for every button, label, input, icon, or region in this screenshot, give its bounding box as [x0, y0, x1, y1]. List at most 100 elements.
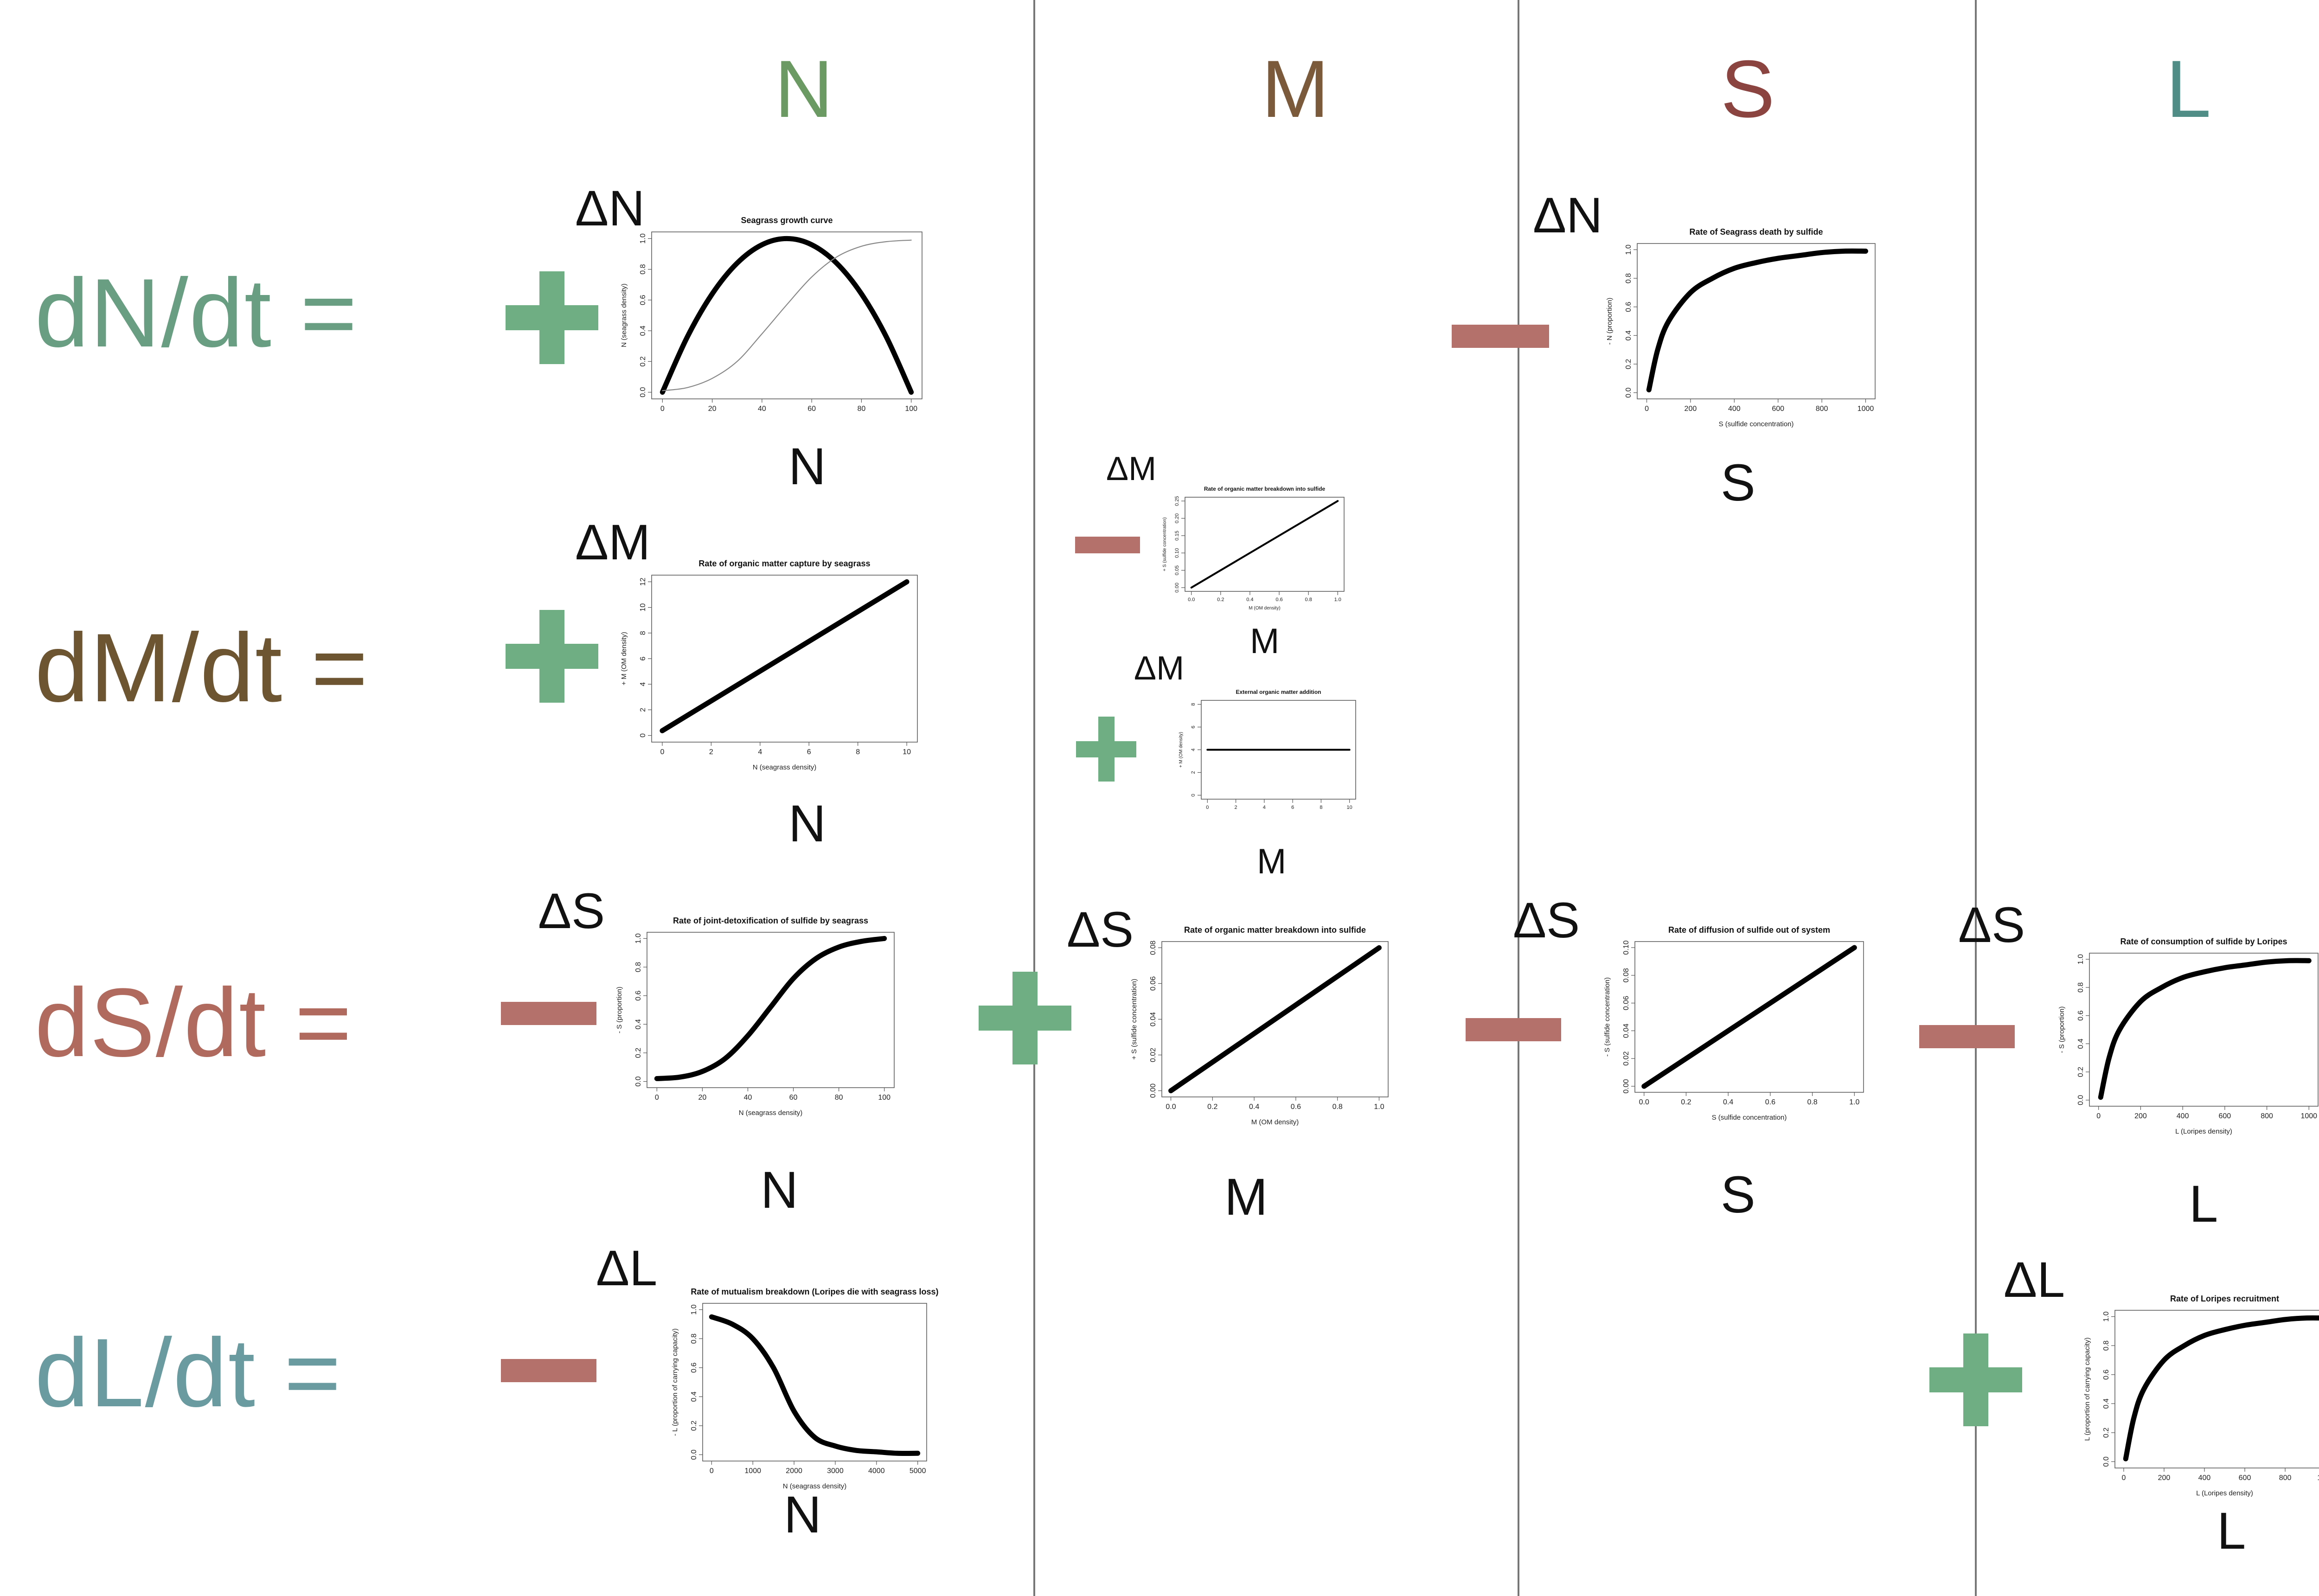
axis-variable-label: M [1257, 842, 1287, 881]
y-tick-label: 0.02 [1622, 1051, 1630, 1066]
y-tick-label: 0.4 [2102, 1398, 2110, 1409]
equation-label-dl-dt: dL/dt = [35, 1318, 342, 1427]
x-tick-label: 200 [2158, 1474, 2171, 1482]
minus-sign [1452, 325, 1549, 348]
y-tick-label: 0.0 [634, 1076, 642, 1086]
plot-p10: Rate of mutualism breakdown (Loripes die… [668, 1282, 939, 1491]
y-tick-label: 0.0 [639, 387, 647, 397]
y-tick-label: 0.6 [639, 295, 647, 305]
x-tick-label: 3000 [827, 1467, 844, 1475]
y-axis-label: - L (proportion of carrying capacity) [671, 1328, 679, 1436]
column-divider [1033, 0, 1035, 1596]
plot-svg: Rate of organic matter breakdown into su… [1162, 486, 1345, 611]
plot-title: Rate of organic matter breakdown into su… [1184, 925, 1366, 935]
y-tick-label: 0.08 [1149, 941, 1157, 955]
plus-sign [506, 271, 598, 364]
series-line [1190, 500, 1339, 589]
x-tick-label: 0.2 [1217, 597, 1224, 603]
y-tick-label: 4 [639, 682, 647, 686]
y-tick-label: 0.15 [1174, 531, 1180, 540]
y-tick-label: 0.00 [1149, 1083, 1157, 1098]
y-tick-label: 0.6 [2102, 1370, 2110, 1380]
x-tick-label: 80 [835, 1094, 843, 1102]
plot-svg: Rate of joint-detoxification of sulfide … [615, 916, 895, 1117]
x-tick-label: 8 [856, 748, 860, 756]
x-tick-label: 20 [698, 1094, 706, 1102]
plot-title: Rate of joint-detoxification of sulfide … [673, 916, 868, 925]
plot-title: Rate of organic matter capture by seagra… [698, 559, 870, 568]
x-tick-label: 0.8 [1332, 1103, 1343, 1111]
y-tick-label: 0.8 [1625, 273, 1633, 283]
delta-label: ΔS [1958, 897, 2025, 953]
plot-title: Rate of consumption of sulfide by Loripe… [2120, 937, 2287, 946]
column-divider [1518, 0, 1519, 1596]
y-tick-label: 10 [639, 603, 647, 612]
y-tick-label: 0.4 [2077, 1038, 2085, 1049]
x-axis-label: S (sulfide concentration) [1712, 1114, 1787, 1122]
y-axis-label: - S (proportion) [615, 987, 623, 1033]
y-tick-label: 0.04 [1622, 1024, 1630, 1038]
x-tick-label: 2 [709, 748, 713, 756]
y-tick-label: 0.2 [2102, 1428, 2110, 1438]
x-tick-label: 1000 [2300, 1112, 2317, 1120]
x-tick-label: 0 [710, 1467, 714, 1475]
axis-variable-label: N [784, 1486, 821, 1544]
x-tick-label: 200 [1685, 405, 1697, 413]
y-tick-label: 0.4 [1625, 330, 1633, 340]
axis-variable-label: N [788, 795, 826, 852]
plot-title: Rate of Seagrass death by sulfide [1689, 227, 1823, 237]
series-line [1641, 945, 1857, 1089]
x-tick-label: 0.6 [1291, 1103, 1301, 1111]
series-line [2123, 1315, 2319, 1461]
column-header-l: L [2166, 44, 2211, 135]
x-axis-label: S (sulfide concentration) [1719, 420, 1794, 428]
y-tick-label: 1.0 [2077, 954, 2085, 964]
axis-variable-label: M [1250, 622, 1280, 661]
y-axis-label: + S (sulfide concentration) [1162, 517, 1167, 571]
plot-frame [2114, 1310, 2319, 1468]
plot-frame [702, 1303, 927, 1461]
x-tick-label: 200 [2134, 1112, 2147, 1120]
plot-svg: Rate of diffusion of sulfide out of syst… [1603, 925, 1864, 1122]
y-tick-label: 1.0 [2102, 1311, 2110, 1321]
y-tick-label: 1.0 [690, 1304, 698, 1314]
x-tick-label: 40 [758, 405, 766, 413]
plot-p8: Rate of diffusion of sulfide out of syst… [1600, 921, 1869, 1122]
delta-label: ΔM [575, 514, 651, 570]
y-tick-label: 6 [639, 656, 647, 660]
equation-label-ds-dt: dS/dt = [35, 968, 353, 1077]
plus-sign [979, 972, 1071, 1064]
y-tick-label: 0.2 [639, 356, 647, 366]
y-axis-label: - N (proportion) [1606, 298, 1614, 345]
y-axis-label: + M (OM density) [1179, 732, 1184, 768]
x-tick-label: 800 [2279, 1474, 2292, 1482]
x-tick-label: 6 [1291, 805, 1294, 810]
x-tick-label: 0 [660, 405, 665, 413]
series-line [660, 236, 914, 395]
plot-p3: Rate of organic matter capture by seagra… [617, 554, 923, 772]
x-tick-label: 0.4 [1246, 597, 1253, 603]
x-tick-label: 0 [2096, 1112, 2101, 1120]
series-line [654, 936, 887, 1081]
x-axis-label: L (Loripes density) [2196, 1489, 2253, 1497]
x-tick-label: 0.0 [1166, 1103, 1176, 1111]
x-tick-label: 1000 [2317, 1474, 2319, 1482]
y-tick-label: 0.4 [690, 1391, 698, 1402]
x-tick-label: 8 [1320, 805, 1322, 810]
y-axis-label: + S (sulfide concentration) [1130, 979, 1138, 1060]
y-tick-label: 0.06 [1622, 996, 1630, 1010]
plot-frame [1637, 243, 1876, 399]
y-axis-label: - S (proportion) [2058, 1006, 2066, 1053]
x-tick-label: 400 [2177, 1112, 2189, 1120]
x-tick-label: 0 [655, 1094, 659, 1102]
y-tick-label: 0.06 [1149, 976, 1157, 991]
plot-p6: Rate of joint-detoxification of sulfide … [612, 911, 900, 1118]
y-tick-label: 0.0 [1625, 387, 1633, 397]
x-tick-label: 1000 [1858, 405, 1874, 413]
x-axis-label: N (seagrass density) [739, 1109, 803, 1117]
x-tick-label: 60 [789, 1094, 798, 1102]
x-tick-label: 2000 [786, 1467, 802, 1475]
